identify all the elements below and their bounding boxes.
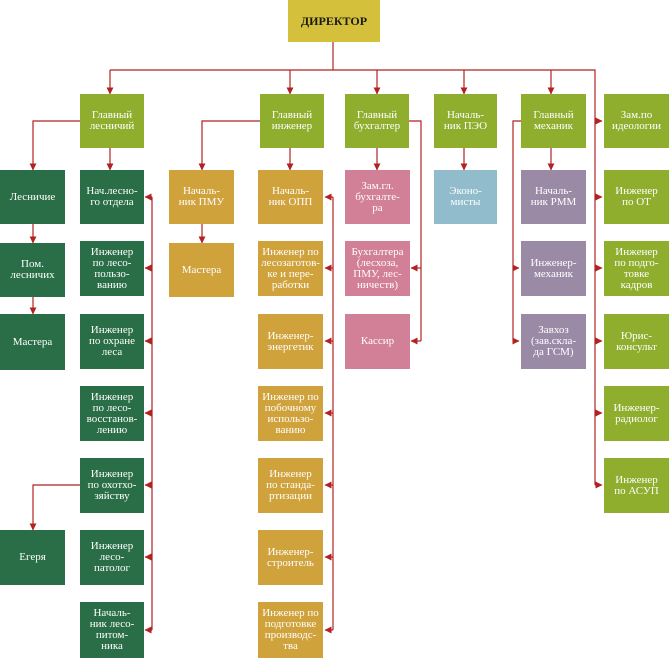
construction-engineer-box: Инженер- строитель: [258, 530, 323, 585]
peo-head-box: Началь- ник ПЭО: [434, 94, 497, 148]
director-bus: [110, 69, 596, 121]
director-box: ДИРЕКТОР: [288, 0, 380, 42]
chief-mechanic-box: Главный механик: [521, 94, 586, 148]
safety-engineer-box: Инженер по ОТ: [604, 170, 669, 224]
link-forester-foresters: [29, 120, 80, 171]
deputy-chief-accountant-box: Зам.гл. бухгалте- ра: [345, 170, 410, 224]
power-engineer-box: Инженер- энергетик: [258, 314, 323, 369]
standardization-engineer-box: Инженер по станда- ртизации: [258, 458, 323, 513]
foresters-box: Лесничие: [0, 170, 65, 224]
radiologist-engineer-box: Инженер- радиолог: [604, 386, 669, 441]
chief-forester-box: Главный лесничий: [80, 94, 144, 148]
forest-pathologist-box: Инженер лесо- патолог: [80, 530, 144, 585]
forest-use-engineer-box: Инженер по лесо- пользо- ванию: [80, 241, 144, 296]
pmu-head-box: Началь- ник ПМУ: [169, 170, 234, 224]
forest-dept-head-box: Нач.лесно- го отдела: [80, 170, 144, 224]
economists-box: Эконо- мисты: [434, 170, 497, 224]
legal-counsel-box: Юрис- консульт: [604, 314, 669, 369]
storekeeper-box: Завхоз (зав.скла- да ГСМ): [521, 314, 586, 369]
reforestation-engineer-box: Инженер по лесо- восстанов- лению: [80, 386, 144, 441]
mechanics-rail: [512, 120, 521, 341]
link-engineer-pmu: [198, 120, 260, 171]
accountants-box: Бухгалтера (лесхоза, ПМУ, лес- ничеств): [345, 241, 410, 296]
hunting-engineer-box: Инженер по охотхо- зяйству: [80, 458, 144, 513]
chief-engineer-box: Главный инженер: [260, 94, 324, 148]
asup-engineer-box: Инженер по АСУП: [604, 458, 669, 513]
production-prep-engineer-box: Инженер по подготовке производс- тва: [258, 602, 323, 658]
forest-protection-engineer-box: Инженер по охране леса: [80, 314, 144, 369]
accounting-rail: [409, 120, 422, 341]
huntsmen-box: Егеря: [0, 530, 65, 585]
secondary-use-engineer-box: Инженер по побочному использо- ванию: [258, 386, 323, 441]
logging-engineer-box: Инженер по лесозаготов- ке и пере- работ…: [258, 241, 323, 296]
mechanical-engineer-box: Инженер- механик: [521, 241, 586, 296]
assistant-foresters-box: Пом. лесничих: [0, 243, 65, 297]
nursery-head-box: Началь- ник лесо- питом- ника: [80, 602, 144, 658]
cashier-box: Кассир: [345, 314, 410, 369]
forest-masters-box: Мастера: [0, 314, 65, 370]
pmu-masters-box: Мастера: [169, 243, 234, 297]
opp-head-box: Началь- ник ОПП: [258, 170, 323, 224]
rmm-head-box: Началь- ник РММ: [521, 170, 586, 224]
hr-training-engineer-box: Инженер по подго- товке кадров: [604, 241, 669, 296]
deputy-ideology-box: Зам.по идеологии: [604, 94, 669, 148]
link-hunting-huntsmen: [29, 484, 80, 531]
chief-accountant-box: Главный бухгалтер: [345, 94, 409, 148]
